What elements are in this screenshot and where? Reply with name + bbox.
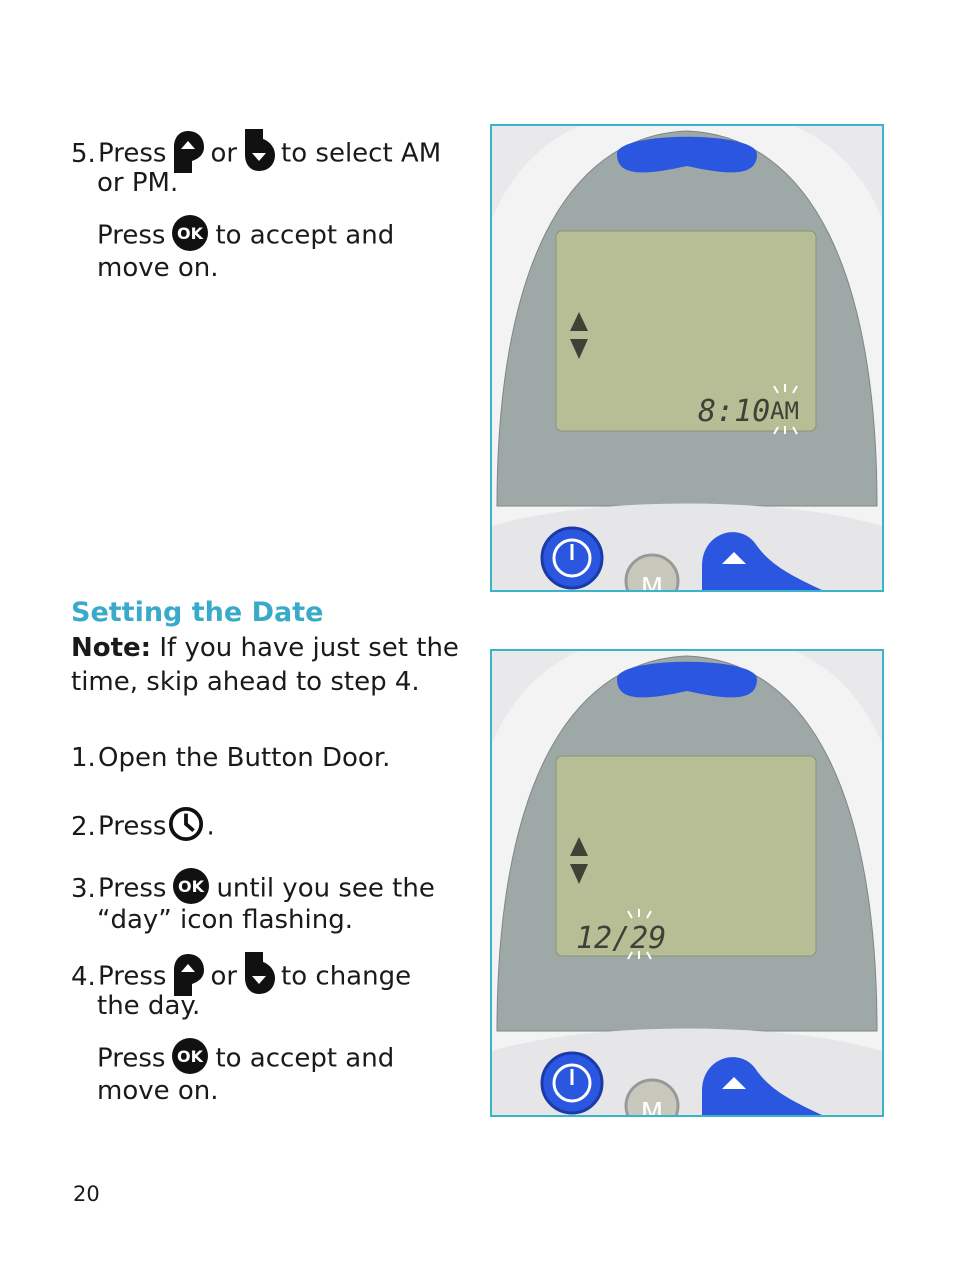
down-button-icon [243,129,275,173]
ok-button-icon [172,867,210,905]
step-text: or [210,961,238,992]
note-text: If you have just set the [159,633,459,663]
flash-marks-icon [627,909,652,960]
step-text: Press [98,873,167,904]
up-button [702,1057,822,1115]
up-button [702,532,822,590]
step-text: Press [98,811,167,842]
lcd-screen [555,230,817,432]
m-button [624,553,680,590]
step-number: 2. [71,811,96,842]
note-line-1: Note: If you have just set the [71,631,459,665]
step-4-line-2: the day. [97,991,201,1021]
step-text: to accept and [215,220,395,251]
lcd-screen [555,755,817,957]
note-line-2: time, skip ahead to step 4. [71,667,420,697]
step-number: 1. [71,743,96,773]
step-text: Open the Button Door. [98,743,391,773]
step-text: Press [97,220,166,251]
step-text: until you see the [216,873,435,904]
step-4-line-1: 4.Press or to change [71,955,411,999]
step-4-accept-line-1: Press to accept and [97,1040,394,1078]
down-button-icon [243,952,275,996]
step-5-accept-line-1: Press to accept and [97,217,394,255]
step-text: Press [97,1043,166,1074]
step-4-accept-line-2: move on. [97,1076,219,1106]
step-text: to select AM [281,138,442,169]
section-heading: Setting the Date [71,597,324,628]
lcd-date: 12/29 [576,921,666,956]
step-number: 4. [71,961,96,992]
step-number: 3. [71,873,96,904]
step-3-line-1: 3.Press until you see the [71,870,435,908]
svg-text:M: M [641,573,663,590]
lcd-time: 8:10 [698,394,770,429]
step-5-line-2: or PM. [97,168,179,198]
top-blue-button [617,136,757,173]
step-text: Press [98,961,167,992]
step-5-accept-line-2: move on. [97,253,219,283]
step-1: 1.Open the Button Door. [71,741,390,775]
lcd-ampm: AM [770,397,799,425]
step-text: Press [98,138,167,169]
page-number: 20 [73,1182,100,1206]
step-5-line-1: 5.Press or to select AM [71,132,441,176]
flash-marks-icon [773,384,798,435]
lcd-up-down-arrows [570,312,588,359]
note-label: Note: [71,633,152,663]
step-number: 5. [71,138,96,169]
lcd-up-down-arrows [570,837,588,884]
ok-button-icon [171,1037,209,1075]
step-text: to change [281,961,412,992]
step-text: . [206,811,215,842]
clock-button-icon [168,806,204,842]
device-image-time: 8:10 AM M [490,124,884,592]
ok-button-icon [171,214,209,252]
step-text: to accept and [215,1043,395,1074]
device-image-date: 12/29 M [490,649,884,1117]
step-3-line-2: “day” icon flashing. [97,905,354,935]
top-blue-button [617,661,757,698]
m-button [624,1078,680,1115]
step-2: 2.Press. [71,809,215,845]
step-text: or [210,138,238,169]
svg-text:M: M [641,1098,663,1115]
